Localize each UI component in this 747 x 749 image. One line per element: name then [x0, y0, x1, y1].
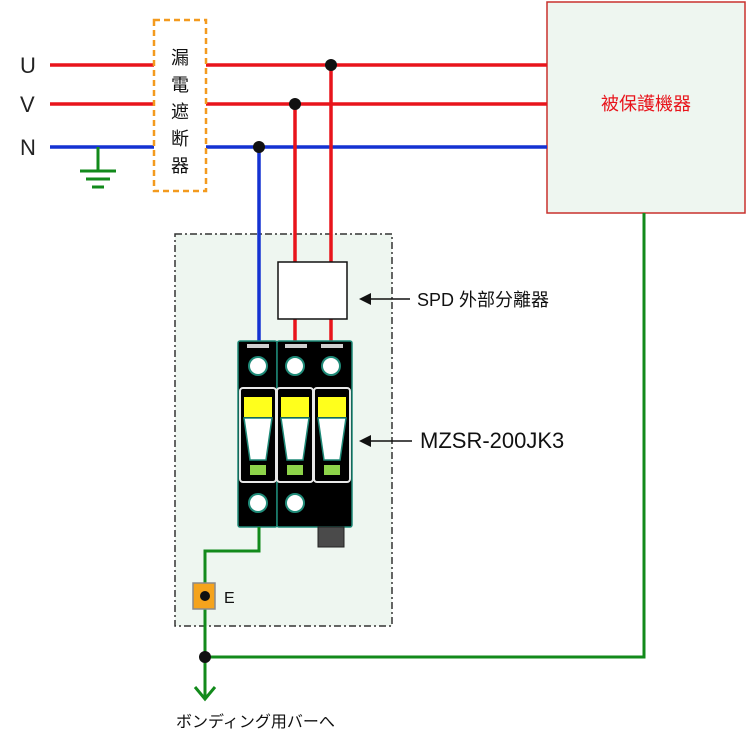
leakage-breaker-char-3: 遮: [171, 102, 189, 122]
line-n-label: N: [20, 135, 36, 160]
earth-terminal-label: E: [224, 590, 235, 607]
spd-module: [237, 340, 353, 548]
leakage-breaker-box: [152, 18, 208, 193]
line-v-label: V: [20, 92, 35, 117]
junction-u: [325, 59, 337, 71]
earth-wire-equipment: [205, 213, 646, 659]
junction-v: [289, 98, 301, 110]
leakage-breaker-char-1: 漏: [171, 48, 189, 68]
leakage-breaker-char-4: 断: [171, 129, 189, 149]
spd-disconnector-box: [277, 261, 348, 320]
earth-wire-spd: [203, 527, 261, 697]
junction-n: [253, 141, 265, 153]
junction-earth: [199, 651, 211, 663]
leakage-breaker-char-5: 器: [171, 156, 189, 176]
bonding-arrow-icon: [193, 686, 217, 702]
protected-equipment-box: [546, 1, 746, 214]
spd-disconnector-label: SPD 外部分離器: [417, 290, 549, 310]
spd-module-label: MZSR-200JK3: [420, 428, 564, 453]
leakage-breaker-char-2: 電: [171, 75, 189, 95]
earth-terminal-junction: [200, 591, 210, 601]
ground-symbol-icon: [80, 147, 116, 189]
line-u-label: U: [20, 53, 36, 78]
bonding-bar-label: ボンディング用バーへ: [176, 712, 335, 731]
protected-equipment-label: 被保護機器: [601, 94, 691, 114]
module-callout-arrow-icon: [359, 435, 412, 447]
disconnector-callout-arrow-icon: [359, 293, 410, 305]
